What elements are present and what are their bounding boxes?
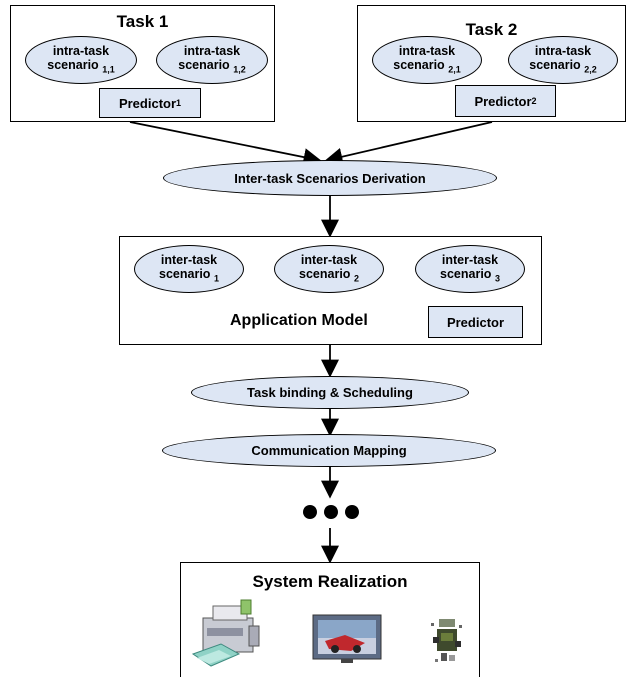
scenario-line1: intra-task — [183, 43, 241, 58]
scenario-line1: inter-task — [441, 252, 499, 267]
scenario-line1: inter-task — [160, 252, 218, 267]
communication-mapping-step: Communication Mapping — [162, 434, 496, 467]
task1-title: Task 1 — [116, 12, 169, 31]
arrow-task2-to-derivation — [324, 121, 493, 166]
system-realization-box: System Realization — [180, 562, 480, 677]
ellipsis-dot — [324, 505, 338, 519]
printer-icon — [191, 599, 260, 667]
scenario-line2: scenario — [299, 266, 351, 281]
scenario-line1: intra-task — [534, 43, 592, 58]
scenario-line1: inter-task — [300, 252, 358, 267]
scenario-subscript: 1 — [213, 273, 219, 284]
inter-task-scenario-2: inter-task scenario 2 — [274, 245, 384, 293]
ellipsis-dot — [303, 505, 317, 519]
predictor-label: Predictor — [118, 95, 177, 111]
scenario-subscript: 1,2 — [233, 64, 246, 75]
player-icon — [431, 619, 462, 662]
scenario-subscript: 2,1 — [448, 64, 461, 75]
task-binding-step: Task binding & Scheduling — [191, 376, 469, 409]
scenario-line2: scenario — [440, 266, 492, 281]
task1-scenario-1-2: intra-task scenario 1,2 — [156, 36, 268, 84]
scenario-line2: scenario — [159, 266, 211, 281]
scenario-line2: scenario — [47, 57, 99, 72]
task2-scenario-2-1: intra-task scenario 2,1 — [372, 36, 482, 84]
task2-scenario-2-2: intra-task scenario 2,2 — [508, 36, 618, 84]
task-binding-label: Task binding & Scheduling — [247, 385, 413, 400]
derivation-label: Inter-task Scenarios Derivation — [234, 170, 426, 186]
task2-title: Task 2 — [465, 20, 518, 39]
task2-box: Task 2 intra-task scenario 2,1 intra-tas… — [357, 5, 626, 122]
scenario-line2: scenario — [529, 57, 581, 72]
scenario-line2: scenario — [393, 57, 445, 72]
task1-box: Task 1 intra-task scenario 1,1 intra-tas… — [10, 5, 275, 122]
application-model-title: Application Model — [230, 312, 368, 329]
inter-task-scenario-1: inter-task scenario 1 — [134, 245, 244, 293]
tv-icon — [312, 614, 382, 663]
scenario-line1: intra-task — [398, 43, 456, 58]
application-model-predictor: Predictor — [428, 306, 523, 338]
scenario-line2: scenario — [178, 57, 230, 72]
predictor-subscript: 2 — [531, 96, 537, 106]
communication-mapping-label: Communication Mapping — [251, 443, 407, 458]
ellipsis-dot — [345, 505, 359, 519]
scenario-subscript: 1,1 — [102, 64, 115, 75]
application-model-box: inter-task scenario 1 inter-task scenari… — [119, 236, 542, 345]
inter-task-scenario-3: inter-task scenario 3 — [415, 245, 525, 293]
scenario-subscript: 2,2 — [584, 64, 597, 75]
predictor-label: Predictor — [446, 314, 505, 330]
predictor-subscript: 1 — [176, 98, 182, 108]
system-realization-title: System Realization — [252, 572, 408, 591]
scenario-line1: intra-task — [52, 43, 110, 58]
scenario-subscript: 2 — [353, 273, 359, 284]
scenario-subscript: 3 — [494, 273, 500, 284]
arrow-task1-to-derivation — [129, 121, 322, 166]
derivation-step: Inter-task Scenarios Derivation — [163, 160, 497, 196]
task1-scenario-1-1: intra-task scenario 1,1 — [25, 36, 137, 84]
predictor-label: Predictor — [474, 93, 532, 109]
